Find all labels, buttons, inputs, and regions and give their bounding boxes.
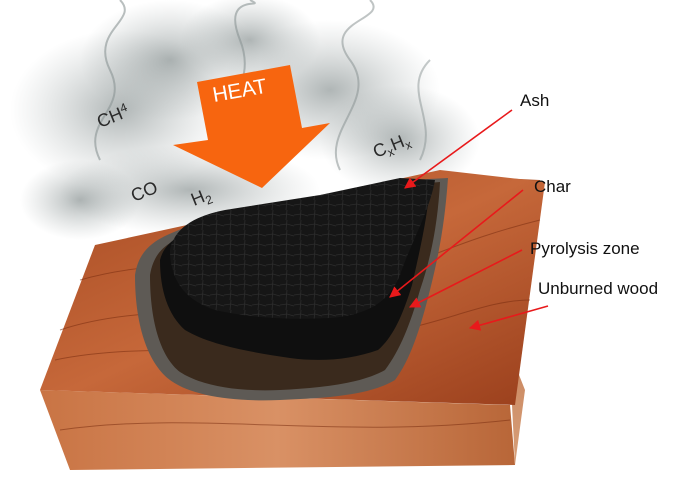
char-pointer-arrow (389, 189, 524, 298)
label-unburned-wood: Unburned wood (538, 279, 658, 298)
ash-pointer-arrow (404, 109, 513, 189)
pyrolysis-pointer-arrow (409, 249, 523, 308)
label-pyrolysis-zone: Pyrolysis zone (530, 239, 640, 258)
char-lump (170, 178, 435, 319)
heat-arrow: HEAT (173, 65, 330, 188)
wood-front-face (40, 390, 515, 470)
label-ash: Ash (520, 91, 549, 110)
unburned-pointer-arrow (468, 305, 549, 331)
label-char: Char (534, 177, 571, 196)
